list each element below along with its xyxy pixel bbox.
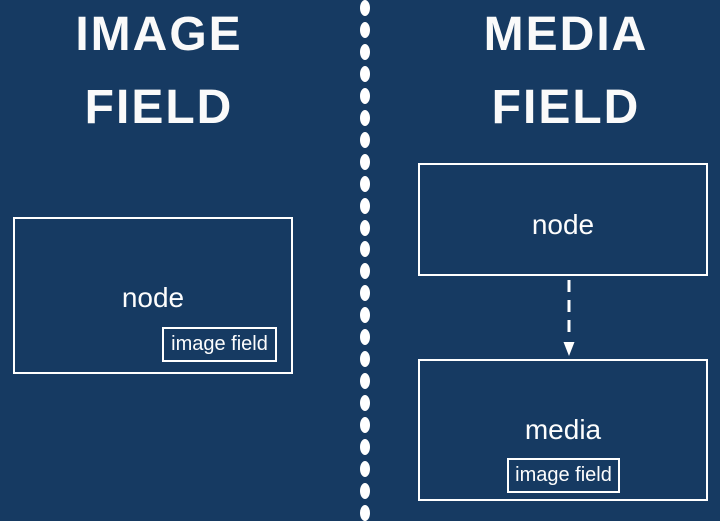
divider-dot — [360, 21, 370, 38]
title-line-1: MEDIA — [483, 8, 649, 61]
divider-dot — [360, 43, 370, 60]
divider-dot — [360, 482, 370, 499]
node-label: node — [531, 209, 595, 240]
dotted-divider — [360, 0, 370, 521]
divider-dot — [360, 395, 370, 412]
divider-dot — [360, 219, 370, 236]
media-field-panel-title: MEDIA FIELD — [418, 0, 714, 144]
divider-dot — [360, 0, 370, 16]
divider-dot — [360, 241, 370, 258]
divider-dot — [360, 109, 370, 126]
image-field-label: image field — [171, 333, 268, 355]
divider-dot — [360, 131, 370, 148]
image-field-box: image field — [162, 327, 277, 362]
image-field-panel-title: IMAGE FIELD — [0, 0, 318, 144]
divider-dot — [360, 461, 370, 478]
node-box: node image field — [13, 217, 293, 374]
node-label: node — [121, 282, 185, 313]
divider-dot — [360, 307, 370, 324]
divider-dot — [360, 329, 370, 346]
divider-dot — [360, 351, 370, 368]
image-field-box: image field — [507, 458, 620, 493]
divider-dot — [360, 373, 370, 390]
divider-dot — [360, 285, 370, 302]
divider-dot — [360, 417, 370, 434]
title-line-2: FIELD — [491, 81, 641, 134]
divider-dot — [360, 439, 370, 456]
divider-dot — [360, 65, 370, 82]
image-field-label: image field — [515, 464, 612, 486]
title-line-1: IMAGE — [75, 8, 243, 61]
dashed-down-arrow-icon — [563, 280, 575, 356]
divider-dot — [360, 175, 370, 192]
title-line-2: FIELD — [84, 81, 234, 134]
node-box: node — [418, 163, 708, 276]
divider-dot — [360, 87, 370, 104]
media-box: media image field — [418, 359, 708, 501]
divider-dot — [360, 263, 370, 280]
media-label: media — [524, 414, 602, 445]
divider-dot — [360, 197, 370, 214]
divider-dot — [360, 504, 370, 521]
divider-dot — [360, 153, 370, 170]
